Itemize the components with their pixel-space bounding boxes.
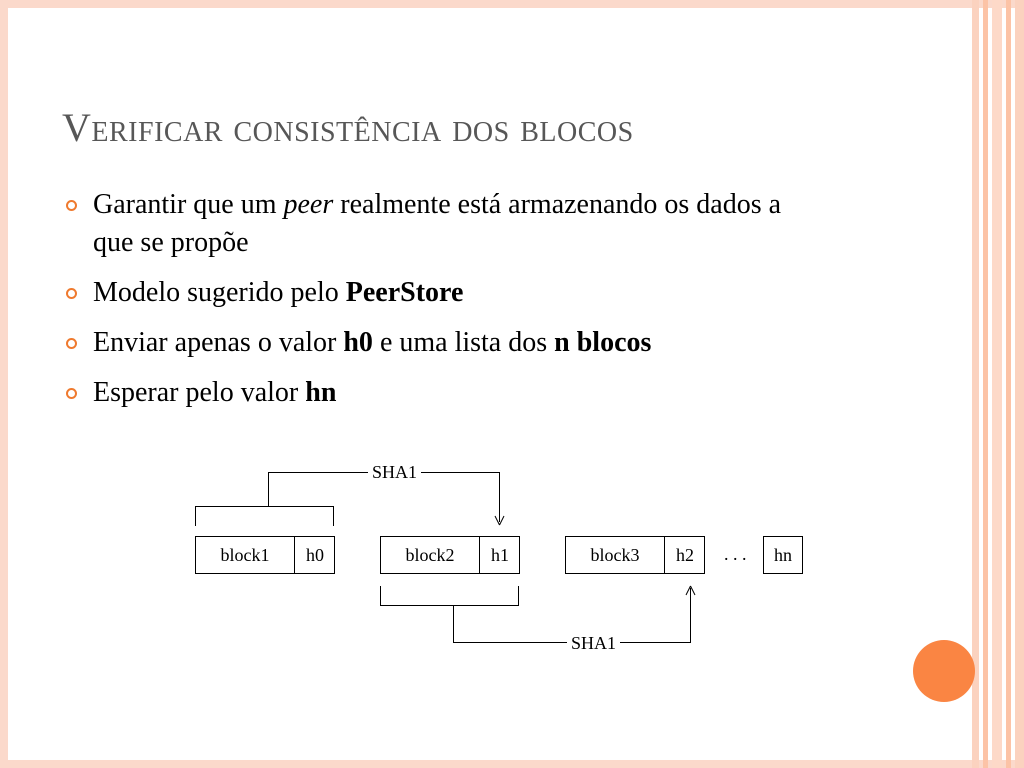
block-label: block3 bbox=[590, 545, 640, 565]
final-hash-label: hn bbox=[774, 545, 792, 565]
bullet-text: hn bbox=[305, 377, 337, 408]
hash-label: h1 bbox=[479, 537, 520, 573]
hash-label: h0 bbox=[294, 537, 335, 573]
bullet-circle-icon bbox=[66, 388, 77, 399]
arrow-down-icon bbox=[494, 515, 505, 526]
ellipsis: . . . bbox=[724, 544, 747, 564]
slide-title: Verificar consistência dos blocos bbox=[62, 105, 634, 150]
bullet-item: Esperar pelo valor hn bbox=[60, 374, 820, 412]
bullet-item: Enviar apenas o valor h0 e uma lista dos… bbox=[60, 324, 820, 362]
bullet-text: Enviar apenas o valor bbox=[93, 327, 344, 358]
bullet-circle-icon bbox=[66, 288, 77, 299]
bullet-item: Modelo sugerido pelo PeerStore bbox=[60, 274, 820, 312]
bullet-text: Modelo sugerido pelo bbox=[93, 277, 346, 308]
hash-label: h2 bbox=[664, 537, 705, 573]
bullet-item: Garantir que um peer realmente está arma… bbox=[60, 186, 820, 262]
bullet-text: n blocos bbox=[554, 327, 652, 358]
bullet-text: h0 bbox=[343, 327, 373, 358]
bullet-text: realmente está armazenando os dados a qu… bbox=[93, 189, 782, 258]
decorative-stripes bbox=[972, 0, 1024, 768]
bullet-circle-icon bbox=[66, 338, 77, 349]
bullet-text: e uma lista dos bbox=[372, 327, 555, 358]
decorative-orange-circle bbox=[913, 640, 975, 702]
block-box-2: block2 h1 bbox=[380, 536, 520, 574]
top-sha1-label: SHA1 bbox=[368, 462, 422, 482]
arrow-up-icon bbox=[685, 585, 696, 596]
block-box-3: block3 h2 bbox=[565, 536, 705, 574]
bullet-text: peer bbox=[283, 189, 334, 220]
block-label: block2 bbox=[405, 545, 455, 565]
bullet-text: Garantir que um bbox=[93, 189, 284, 220]
bullet-list: Garantir que um peer realmente está arma… bbox=[60, 186, 820, 424]
hash-chain-diagram: SHA1 block1 h0 block2 h1 block3 h2 . . .… bbox=[180, 458, 820, 658]
bullet-circle-icon bbox=[66, 200, 77, 211]
bullet-text: PeerStore bbox=[345, 277, 464, 308]
bottom-sha1-label: SHA1 bbox=[567, 633, 621, 653]
block-box-1: block1 h0 bbox=[195, 536, 335, 574]
final-hash-box: hn bbox=[763, 536, 803, 574]
bullet-text: Esperar pelo valor bbox=[93, 377, 306, 408]
block-label: block1 bbox=[220, 545, 270, 565]
